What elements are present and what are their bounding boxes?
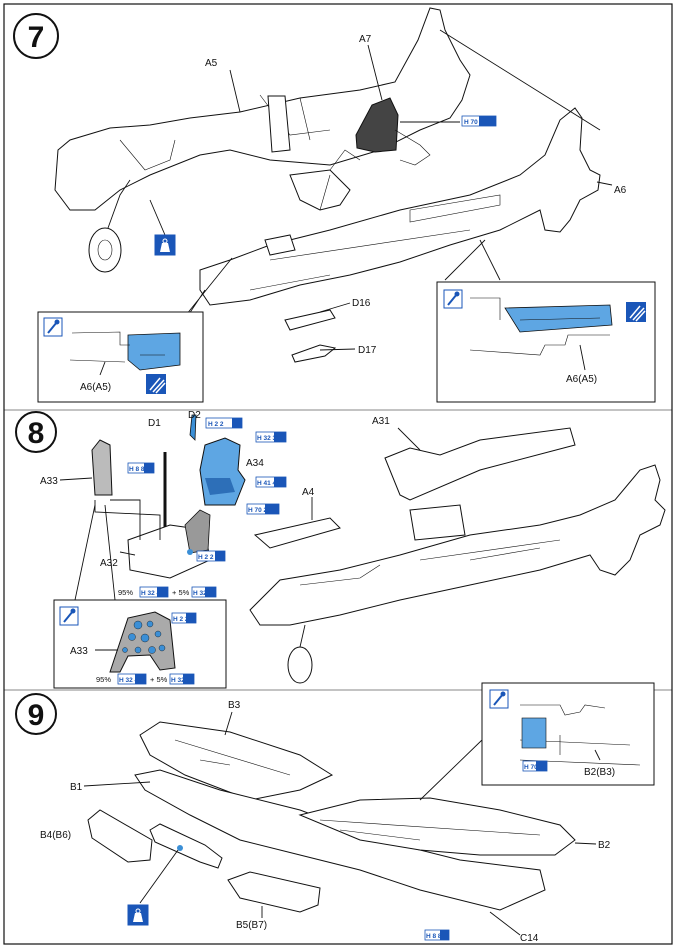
paint-chip-a34-cushion: H 41 41 (255, 476, 287, 488)
step-8: 8 D1 D2 A33 A34 A32 H 2 2 H 8 8 (15, 410, 666, 689)
part-b1 (134, 769, 546, 911)
label-b1: B1 (70, 782, 83, 793)
label-b4-b6: B4(B6) (40, 830, 71, 841)
paint-code: H 70 28 (248, 507, 271, 514)
detail-box-a33: A33 H 2 2 95% H 32 40 + 5% H 32 33 (53, 599, 227, 689)
paint-brush-icon (43, 317, 63, 337)
fuselage-half-a5 (54, 7, 471, 273)
seat-frame-part (289, 169, 351, 211)
label-a6: A6 (614, 185, 627, 196)
label-b5-b7: B5(B7) (236, 920, 267, 931)
label-a31: A31 (372, 416, 390, 427)
paint-chip-d1: H 8 8 (127, 462, 155, 474)
part-d17 (291, 344, 337, 363)
weight-icon (154, 234, 176, 256)
mix-code-2: H 32 33 (193, 590, 216, 597)
label-a7: A7 (359, 34, 372, 45)
paint-code: H 8 8 (426, 933, 442, 940)
label-a33-detail: A33 (70, 646, 88, 657)
mix-pct-1: 95% (118, 588, 133, 597)
paint-brush-icon (59, 606, 79, 626)
paint-code: H 41 41 (257, 480, 280, 487)
step-9: 9 B3 B1 B2 B4(B6) B5(B7) C1 (15, 682, 655, 944)
paint-code: H 70 50 (464, 119, 487, 126)
step-number-circle (15, 693, 57, 735)
label-a6-a5-right: A6(A5) (566, 374, 597, 385)
label-a34: A34 (246, 458, 264, 469)
fuselage-half-a6 (199, 107, 601, 306)
part-b5-b7 (227, 871, 321, 913)
part-b4-b6 (87, 809, 153, 863)
part-b3 (139, 721, 334, 801)
paint-brush-icon (443, 289, 463, 309)
mix-code-1: H 32 40 (141, 590, 164, 597)
painted-area (521, 717, 547, 749)
label-d16: D16 (352, 298, 371, 309)
label-d1: D1 (148, 418, 161, 429)
paint-code: H 2 2 (208, 421, 224, 428)
mix-plus: + 5% (172, 588, 190, 597)
assembled-fuselage (249, 464, 666, 684)
detail-box-step-9: H 70 50 B2(B3) (481, 682, 655, 786)
part-a34 (199, 437, 246, 506)
paint-brush-icon (489, 689, 509, 709)
paint-code: H 2 2 (173, 616, 189, 623)
label-b2-b3: B2(B3) (584, 767, 615, 778)
pattern-icon (626, 302, 646, 322)
label-c14: C14 (520, 933, 539, 944)
label-a32: A32 (100, 558, 118, 569)
mix-plus: + 5% (150, 675, 168, 684)
step-number: 9 (28, 699, 45, 732)
part-bay (149, 823, 223, 869)
label-d2: D2 (188, 410, 201, 421)
paint-chip-a34-top: H 32 33 (255, 431, 287, 443)
part-a31 (384, 427, 576, 501)
step-7: 7 (13, 7, 656, 403)
weight-icon (127, 904, 149, 926)
armor-plate-a7 (355, 97, 399, 153)
mix-pct-1: 95% (96, 675, 111, 684)
paint-chip-d2: H 2 2 (205, 417, 243, 429)
instrument-panel (109, 611, 176, 673)
detail-box-right: A6(A5) (436, 281, 656, 403)
paint-mix-line: 95% H 32 40 + 5% H 32 33 (118, 586, 217, 598)
mix-code-1: H 32 40 (119, 677, 142, 684)
detail-box-left: A6(A5) (37, 311, 204, 403)
mix-code-2: H 32 33 (171, 677, 194, 684)
label-b2: B2 (598, 840, 611, 851)
paint-code: H 32 33 (257, 435, 280, 442)
paint-code: H 70 50 (524, 764, 547, 771)
label-d17: D17 (358, 345, 377, 356)
page-border (3, 3, 673, 945)
paint-chip-a32: H 2 2 (196, 550, 226, 562)
paint-chip-c14: H 8 8 (424, 929, 450, 941)
paint-chip-a4: H 70 28 (246, 503, 280, 515)
paint-code: H 8 8 (129, 466, 145, 473)
label-a5: A5 (205, 58, 218, 69)
label-a4: A4 (302, 487, 315, 498)
painted-area (127, 332, 181, 371)
painted-area (504, 304, 613, 333)
part-b2 (298, 797, 576, 856)
step-number-circle (15, 411, 57, 453)
step-number: 8 (28, 417, 45, 450)
part-a33 (91, 439, 113, 496)
paint-code: H 2 2 (198, 554, 214, 561)
part-a4 (253, 517, 341, 549)
step-number-circle (13, 13, 59, 59)
paint-chip-a7: H 70 50 (461, 115, 497, 127)
label-a6-a5-left: A6(A5) (80, 382, 111, 393)
pattern-icon (146, 374, 166, 394)
part-d16 (284, 309, 336, 331)
label-a33: A33 (40, 476, 58, 487)
label-b3: B3 (228, 700, 241, 711)
step-number: 7 (28, 21, 45, 54)
part-d2 (189, 414, 197, 441)
